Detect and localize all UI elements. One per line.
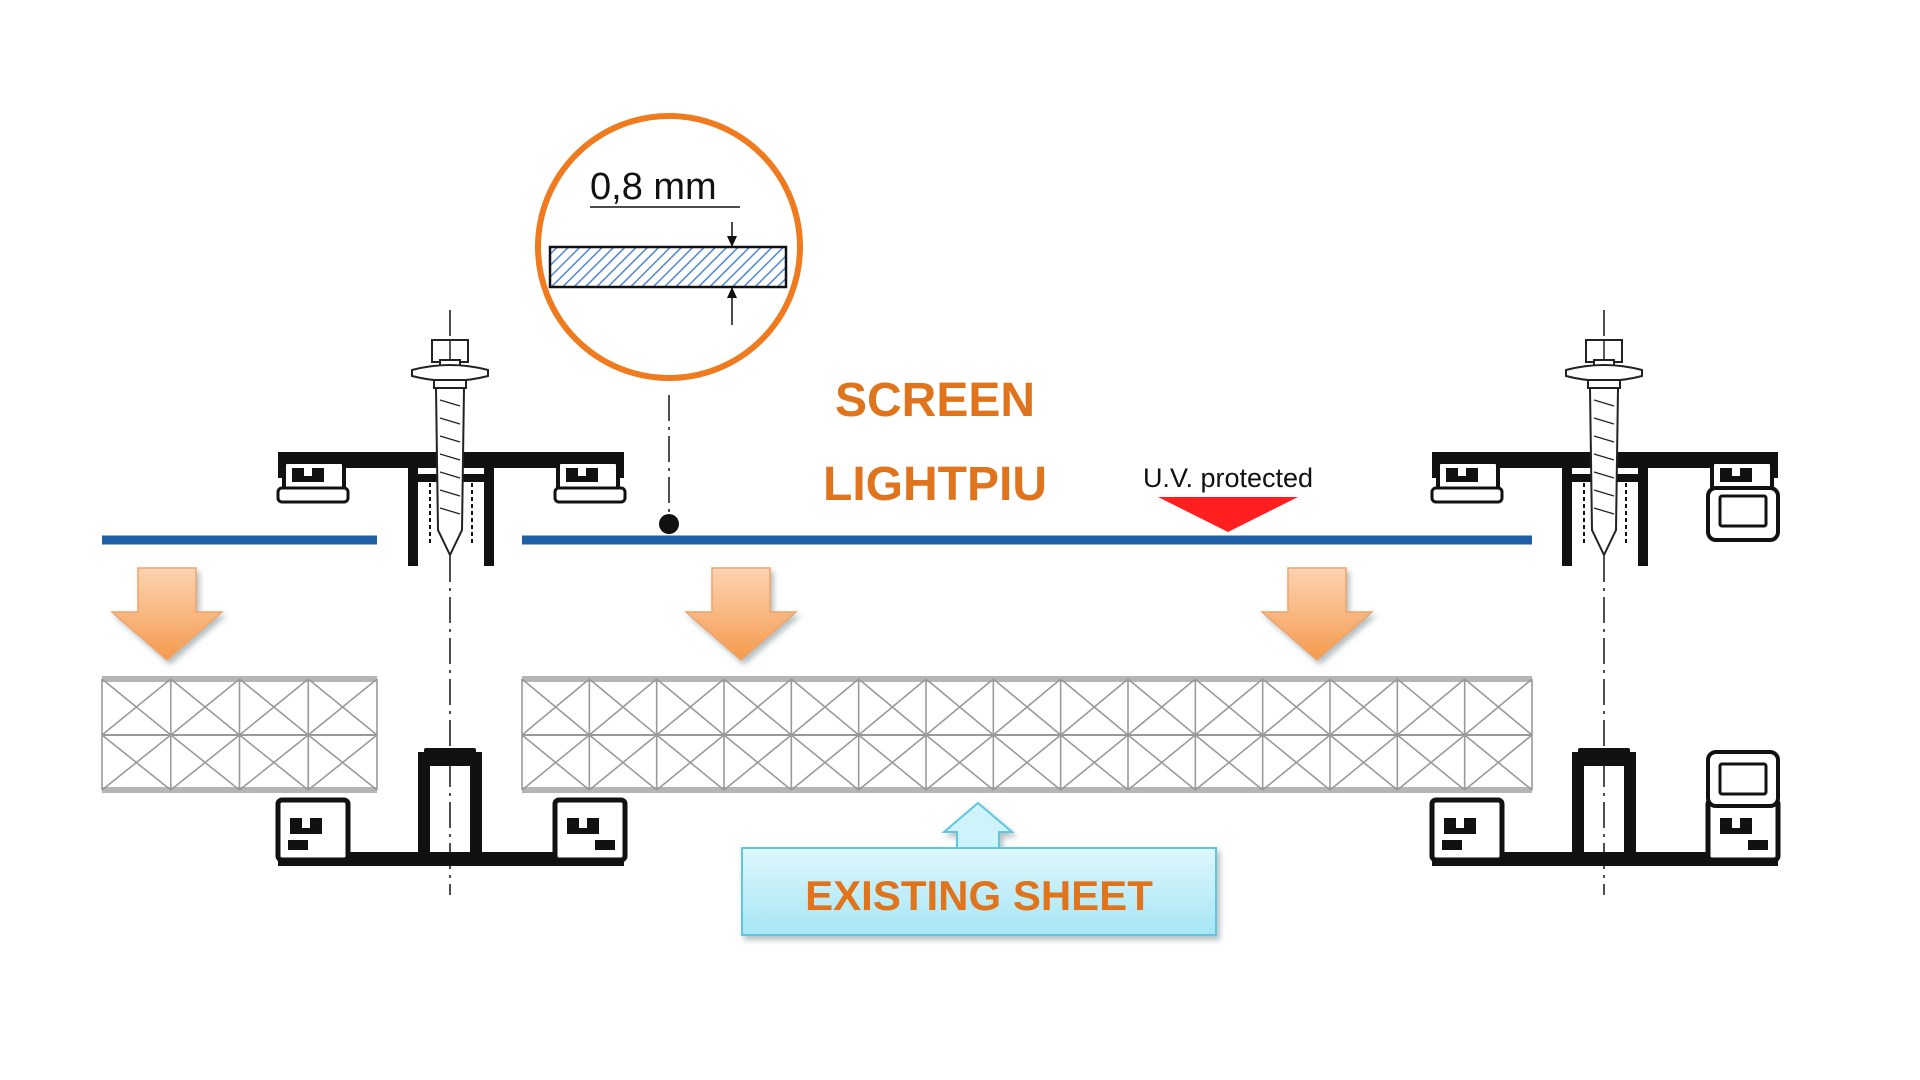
sheet-diagonal <box>307 734 378 791</box>
existing-sheet-label: EXISTING SHEET <box>805 872 1153 919</box>
sheet-diagonal <box>170 734 240 791</box>
sheet-left-segment <box>101 676 378 793</box>
sheet-diagonal <box>238 678 309 736</box>
screen-title-line2: LIGHTPIU <box>823 458 1047 511</box>
sheet-diagonal <box>1060 734 1129 791</box>
sheet-diagonal <box>656 734 725 791</box>
down-arrow-icon <box>684 567 798 661</box>
down-arrow-icon <box>110 567 224 661</box>
dimension-label: 0,8 mm <box>590 166 717 208</box>
existing-sheet-callout <box>741 801 1217 936</box>
sheet-diagonal <box>723 678 792 736</box>
sheet-diagonal <box>1127 734 1196 791</box>
sheet-diagonal <box>858 678 927 736</box>
sheet-diagonal <box>1127 678 1196 736</box>
existing-multiwall-sheet <box>101 676 1533 793</box>
sheet-diagonal <box>1464 734 1533 791</box>
sheet-diagonal <box>992 678 1062 736</box>
sheet-diagonal <box>588 678 658 736</box>
sheet-diagonal <box>1060 678 1129 736</box>
sheet-diagonal <box>992 734 1062 791</box>
sheet-diagonal <box>1329 734 1398 791</box>
sheet-diagonal <box>1464 678 1533 736</box>
sheet-diagonal <box>1396 678 1466 736</box>
sheet-diagonal <box>723 734 792 791</box>
sheet-diagonal <box>307 678 378 736</box>
sheet-diagonal <box>101 734 172 791</box>
leader-dot <box>659 514 679 534</box>
uv-protected-label: U.V. protected <box>1143 463 1313 493</box>
sheet-main-segment <box>521 676 1533 793</box>
sheet-diagonal <box>521 678 590 736</box>
sheet-diagonal <box>656 678 725 736</box>
sheet-diagonal <box>790 734 860 791</box>
screen-title-line1: SCREEN <box>835 374 1035 427</box>
left-glazing-profile <box>275 452 628 866</box>
sheet-diagonal <box>925 678 994 736</box>
sheet-diagonal <box>1329 678 1398 736</box>
sheet-diagonal <box>101 678 172 736</box>
up-arrow-icon <box>941 801 1015 849</box>
thickness-detail-magnifier: 0,8 mm <box>535 113 803 381</box>
uv-triangle-icon <box>1158 497 1298 532</box>
sheet-diagonal <box>925 734 994 791</box>
sheet-diagonal <box>1262 678 1331 736</box>
screw-icon <box>411 339 489 558</box>
screw-icon <box>1565 339 1643 558</box>
sheet-diagonal <box>1194 734 1264 791</box>
sheet-diagonal <box>170 678 241 736</box>
sheet-diagonal <box>521 734 590 791</box>
sheet-diagonal <box>858 734 927 791</box>
down-arrow-icon <box>1260 567 1374 661</box>
sheet-diagonal <box>1262 734 1331 791</box>
sheet-diagonal <box>588 734 658 791</box>
sheet-diagonal <box>1396 734 1466 791</box>
sheet-diagonal <box>239 734 309 791</box>
sheet-diagonal <box>790 678 860 736</box>
sheet-diagonal <box>1194 678 1264 736</box>
